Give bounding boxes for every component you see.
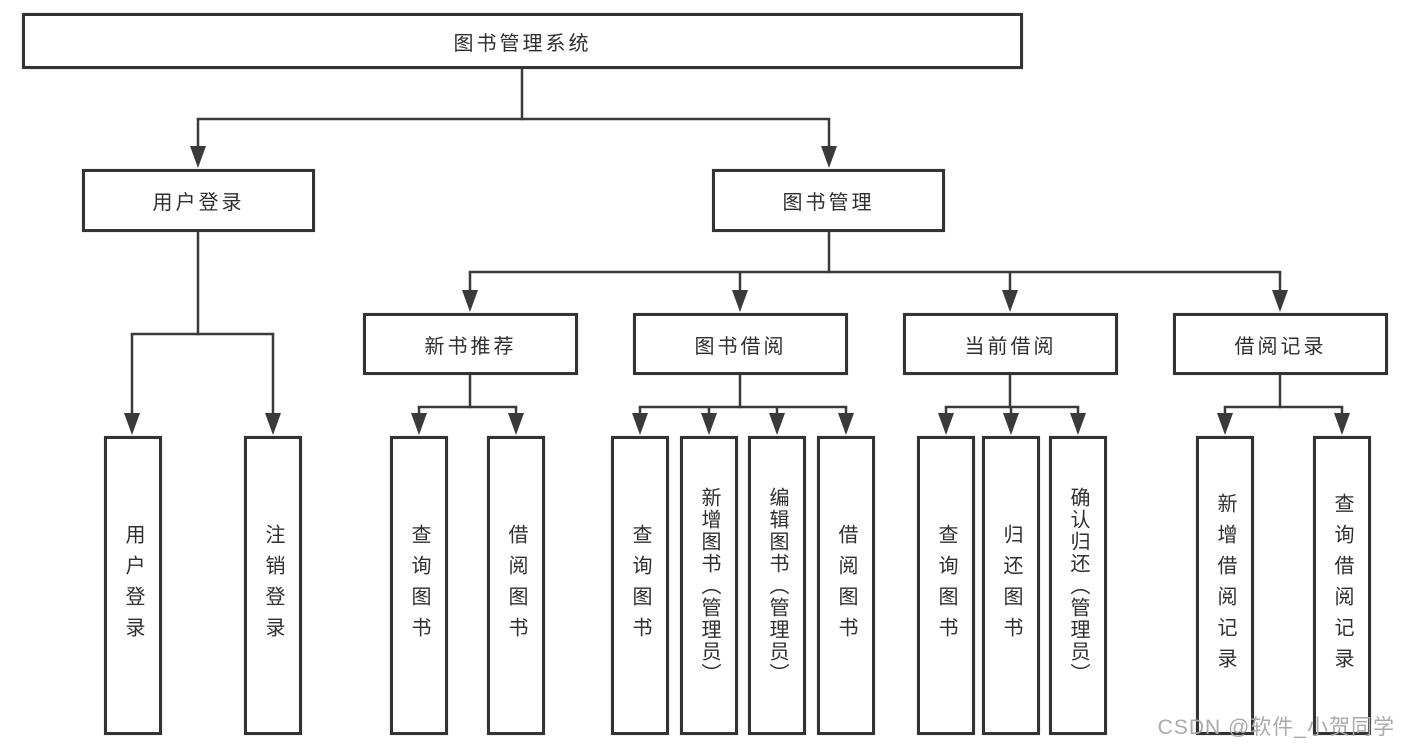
leaf-query-books: 查询图书 bbox=[611, 436, 669, 735]
arrow-down bbox=[124, 334, 140, 435]
arrow-down bbox=[411, 407, 427, 435]
node-label: 新增借阅记录 bbox=[1214, 492, 1236, 679]
leaf-query-books: 查询图书 bbox=[917, 436, 975, 735]
leaf-add-borrow-record: 新增借阅记录 bbox=[1196, 436, 1254, 735]
node-label: 确认归还（管理员） bbox=[1067, 486, 1089, 685]
node-book-management: 图书管理 bbox=[712, 169, 945, 232]
node-current-borrowing: 当前借阅 bbox=[903, 313, 1118, 375]
arrow-down bbox=[1217, 407, 1233, 435]
arrow-down bbox=[938, 407, 954, 435]
node-label: 查询图书 bbox=[935, 523, 957, 648]
leaf-confirm-return-admin: 确认归还（管理员） bbox=[1049, 436, 1107, 735]
node-label: 注销登录 bbox=[262, 523, 284, 648]
node-label: 图书借阅 bbox=[694, 335, 787, 358]
node-label: 用户登录 bbox=[152, 192, 245, 214]
arrow-down bbox=[769, 407, 785, 435]
arrow-down bbox=[1334, 407, 1350, 435]
node-label: 借阅记录 bbox=[1234, 335, 1327, 358]
node-label: 编辑图书（管理员） bbox=[766, 486, 788, 685]
node-label: 图书管理 bbox=[782, 192, 875, 214]
node-label: 借阅图书 bbox=[505, 523, 527, 648]
node-label: 查询图书 bbox=[629, 523, 651, 648]
node-user-login: 用户登录 bbox=[82, 169, 315, 232]
leaf-add-books-admin: 新增图书（管理员） bbox=[680, 436, 738, 735]
node-label: 新书推荐 bbox=[424, 335, 517, 358]
node-label: 用户登录 bbox=[122, 523, 144, 648]
arrow-down bbox=[462, 272, 478, 312]
leaf-logout: 注销登录 bbox=[244, 436, 302, 735]
arrow-down bbox=[1003, 407, 1019, 435]
node-label: 图书管理系统 bbox=[453, 32, 592, 55]
arrow-down bbox=[821, 119, 837, 168]
node-borrowing-records: 借阅记录 bbox=[1173, 313, 1388, 375]
node-label: 查询图书 bbox=[408, 523, 430, 648]
leaf-borrow-books: 借阅图书 bbox=[817, 436, 875, 735]
leaf-edit-books-admin: 编辑图书（管理员） bbox=[748, 436, 806, 735]
arrow-down bbox=[265, 334, 281, 435]
leaf-query-books: 查询图书 bbox=[390, 436, 448, 735]
node-label: 查询借阅记录 bbox=[1331, 492, 1353, 679]
arrow-down bbox=[732, 272, 748, 312]
arrow-down bbox=[508, 407, 524, 435]
node-library-management-system: 图书管理系统 bbox=[22, 13, 1023, 69]
arrow-down bbox=[632, 407, 648, 435]
node-label: 借阅图书 bbox=[835, 523, 857, 648]
watermark: CSDN @软件_小贺同学 bbox=[1157, 716, 1395, 739]
arrow-down bbox=[1002, 272, 1018, 312]
node-label: 当前借阅 bbox=[964, 335, 1057, 358]
leaf-borrow-books: 借阅图书 bbox=[487, 436, 545, 735]
node-new-book-recommendation: 新书推荐 bbox=[363, 313, 578, 375]
leaf-query-borrow-record: 查询借阅记录 bbox=[1313, 436, 1371, 735]
node-label: 新增图书（管理员） bbox=[698, 486, 720, 685]
arrow-down bbox=[838, 407, 854, 435]
arrow-down bbox=[1272, 272, 1288, 312]
arrow-down bbox=[1070, 407, 1086, 435]
arrow-down bbox=[701, 407, 717, 435]
node-book-borrowing: 图书借阅 bbox=[633, 313, 848, 375]
arrow-down bbox=[190, 119, 206, 168]
leaf-return-books: 归还图书 bbox=[982, 436, 1040, 735]
leaf-user-login: 用户登录 bbox=[104, 436, 162, 735]
node-label: 归还图书 bbox=[1000, 523, 1022, 648]
